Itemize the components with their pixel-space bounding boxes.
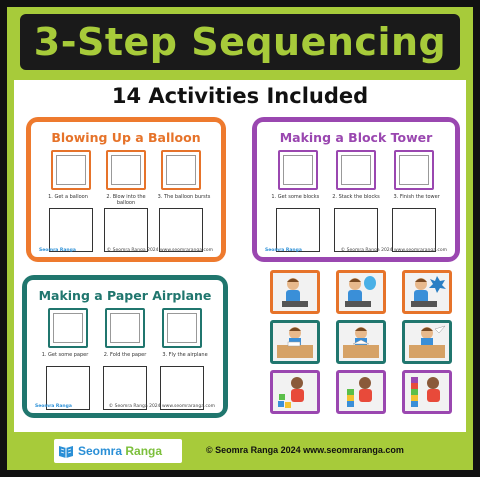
picture-frame — [105, 150, 146, 190]
child-icon — [273, 273, 317, 311]
child-tower-icon — [405, 373, 449, 411]
airplane-picture-tile — [270, 320, 320, 364]
footer-bar: Seomra Ranga © Seomra Ranga 2024 www.seo… — [14, 436, 466, 466]
mini-logo: Seomra Ranga — [39, 248, 76, 253]
card-footer: © Seomra Ranga 2024 www.seomraranga.com — [106, 248, 213, 253]
picture-frame — [104, 308, 145, 348]
airplane-picture-tile — [402, 320, 452, 364]
step-label: 2. Fold the paper — [103, 352, 147, 358]
card-footer: © Seomra Ranga 2024 www.seomraranga.com — [340, 248, 447, 253]
activity-card-block-tower: Making a Block Tower 1. Get some blocks … — [252, 117, 460, 262]
picture-frame — [47, 308, 88, 348]
block-picture-tile — [336, 370, 386, 414]
answer-box — [159, 208, 204, 252]
activity-card-paper-airplane: Making a Paper Airplane 1. Get some pape… — [22, 275, 228, 418]
picture-frame — [278, 150, 318, 190]
step-label: 2. Blow into the balloon — [106, 194, 146, 206]
card-title: Making a Paper Airplane — [38, 288, 212, 303]
balloon-picture-tile — [402, 270, 452, 314]
book-icon — [59, 446, 73, 458]
answer-box — [160, 366, 205, 410]
balloon-picture-tile — [336, 270, 386, 314]
picture-frame — [394, 150, 434, 190]
child-stacking-icon — [339, 373, 383, 411]
subtitle: 14 Activities Included — [111, 84, 369, 108]
step-label: 1. Get a balloon — [48, 194, 88, 200]
step-label: 2. Stack the blocks — [332, 194, 380, 200]
child-flying-plane-icon — [405, 323, 449, 361]
step-label: 1. Get some paper — [41, 352, 89, 358]
step-label: 3. Finish the tower — [393, 194, 440, 200]
preview-panel: 14 Activities Included Blowing Up a Ball… — [14, 80, 466, 432]
picture-frame — [162, 308, 203, 348]
child-folding-icon — [339, 323, 383, 361]
picture-tiles-grid — [262, 268, 462, 418]
brand-logo: Seomra Ranga — [54, 439, 182, 463]
card-title: Making a Block Tower — [279, 130, 433, 145]
airplane-picture-tile — [336, 320, 386, 364]
picture-frame — [50, 150, 91, 190]
card-title: Blowing Up a Balloon — [51, 130, 201, 145]
answer-box — [103, 208, 148, 252]
title-banner: 3-Step Sequencing — [20, 14, 460, 70]
child-desk-icon — [273, 323, 317, 361]
brand-name: Seomra Ranga — [78, 444, 163, 458]
copyright-text: © Seomra Ranga 2024 www.seomraranga.com — [206, 445, 404, 455]
block-picture-tile — [270, 370, 320, 414]
answer-box — [45, 366, 90, 410]
child-blocks-icon — [273, 373, 317, 411]
picture-frame — [161, 150, 202, 190]
step-label: 3. Fly the airplane — [162, 352, 208, 358]
answer-box — [392, 208, 436, 252]
balloon-picture-tile — [270, 270, 320, 314]
answer-box — [48, 208, 93, 252]
step-label: 1. Get some blocks — [271, 194, 320, 200]
answer-box — [334, 208, 378, 252]
balloon-burst-icon — [405, 273, 449, 311]
answer-box — [102, 366, 147, 410]
step-label: 3. The balloon bursts — [157, 194, 211, 200]
child-balloon-icon — [339, 273, 383, 311]
page-title: 3-Step Sequencing — [33, 20, 447, 64]
mini-logo: Seomra Ranga — [35, 404, 72, 409]
mini-logo: Seomra Ranga — [265, 248, 302, 253]
activity-card-balloon: Blowing Up a Balloon 1. Get a balloon 2.… — [26, 117, 226, 262]
answer-box — [276, 208, 320, 252]
picture-frame — [336, 150, 376, 190]
block-picture-tile — [402, 370, 452, 414]
card-footer: © Seomra Ranga 2024 www.seomraranga.com — [108, 404, 215, 409]
